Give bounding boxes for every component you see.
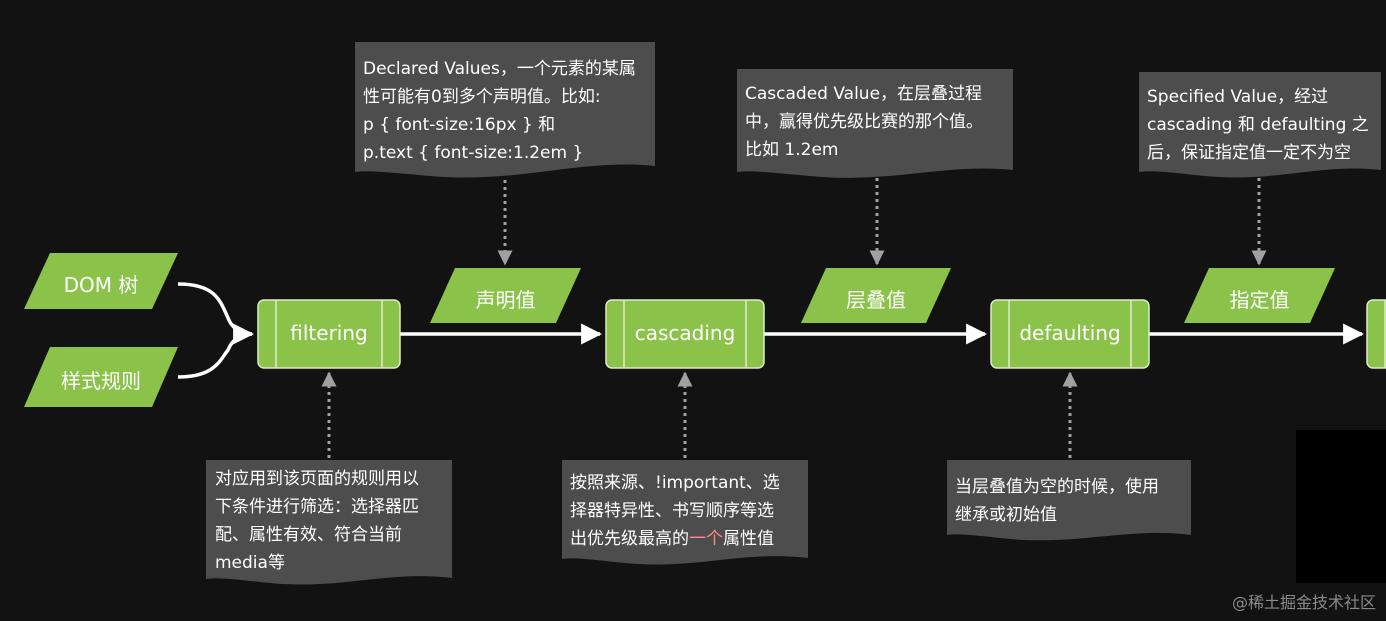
note-declared-line: p.text { font-size:1.2em } xyxy=(363,143,584,163)
note-cascaded-line: Cascaded Value，在层叠过程 xyxy=(745,84,983,104)
note-specified-line: 后，保证指定值一定不为空 xyxy=(1147,143,1351,163)
black-block xyxy=(1296,430,1386,583)
note-declared-line: 性可能有0到多个声明值。比如: xyxy=(363,87,601,107)
note-filtering-line: 对应用到该页面的规则用以 xyxy=(215,469,419,489)
note-cascading-highlight: 一个 xyxy=(689,529,723,549)
note-cascaded-line: 中，赢得优先级比赛的那个值。 xyxy=(745,112,983,132)
note-specified-line: cascading 和 defaulting 之 xyxy=(1147,115,1369,135)
note-declared: Declared Values，一个元素的某属 性可能有0到多个声明值。比如: … xyxy=(363,55,636,167)
note-cascading: 按照来源、!important、选 择器特异性、书写顺序等选 出优先级最高的一个… xyxy=(570,469,780,553)
note-declared-line: Declared Values，一个元素的某属 xyxy=(363,59,636,79)
note-defaulting-line: 继承或初始值 xyxy=(955,505,1057,525)
note-specified-line: Specified Value，经过 xyxy=(1147,87,1329,107)
input-dom-tree-label: DOM 树 xyxy=(63,273,139,297)
note-filtering: 对应用到该页面的规则用以 下条件进行筛选：选择器匹 配、属性有效、符合当前 me… xyxy=(215,465,419,577)
note-declared-line: p { font-size:16px } 和 xyxy=(363,115,556,135)
note-filtering-line: 配、属性有效、符合当前 xyxy=(215,525,402,545)
note-box-defaulting xyxy=(947,460,1191,541)
note-cascading-line: 出优先级最高的一个属性值 xyxy=(570,525,780,553)
curve-style-to-filtering xyxy=(177,332,253,379)
curve-dom-to-filtering xyxy=(177,282,255,345)
process-defaulting-shape xyxy=(990,299,1150,369)
process-defaulting-label: defaulting xyxy=(1019,321,1121,345)
note-cascading-line: 按照来源、!important、选 xyxy=(570,473,780,493)
process-next-partial-shape xyxy=(1366,299,1386,369)
note-box-cascading xyxy=(562,460,808,565)
value-specified-label: 指定值 xyxy=(1229,288,1290,312)
note-cascading-line: 择器特异性、书写顺序等选 xyxy=(570,501,774,521)
note-cascaded: Cascaded Value，在层叠过程 中，赢得优先级比赛的那个值。 比如 1… xyxy=(745,80,983,164)
note-specified: Specified Value，经过 cascading 和 defaultin… xyxy=(1147,83,1369,167)
note-defaulting: 当层叠值为空的时候，使用 继承或初始值 xyxy=(955,473,1159,529)
note-filtering-line: media等 xyxy=(215,553,285,573)
input-style-rules-label: 样式规则 xyxy=(61,369,141,393)
value-cascaded-label: 层叠值 xyxy=(846,288,906,312)
note-filtering-line: 下条件进行筛选：选择器匹 xyxy=(215,497,419,517)
note-box-filtering xyxy=(206,460,452,585)
value-specified-shape xyxy=(1184,268,1335,323)
process-cascading-label: cascading xyxy=(634,321,736,345)
value-declared-label: 声明值 xyxy=(475,288,536,312)
process-filtering-label: filtering xyxy=(290,321,368,345)
process-cascading-shape xyxy=(605,299,765,369)
watermark: @稀土掘金技术社区 xyxy=(1231,593,1376,612)
note-defaulting-line: 当层叠值为空的时候，使用 xyxy=(955,477,1159,497)
note-box-cascaded xyxy=(737,69,1013,178)
process-filtering-shape xyxy=(257,299,401,369)
note-cascading-text: 属性值 xyxy=(723,529,774,549)
input-style-rules-shape xyxy=(24,347,178,407)
note-cascaded-line: 比如 1.2em xyxy=(745,140,839,160)
note-box-declared xyxy=(355,42,655,178)
value-declared-shape xyxy=(430,268,581,323)
note-box-specified xyxy=(1139,72,1381,178)
value-cascaded-shape xyxy=(801,268,951,323)
input-dom-tree-shape xyxy=(24,253,178,309)
note-cascading-text: 出优先级最高的 xyxy=(570,529,689,549)
